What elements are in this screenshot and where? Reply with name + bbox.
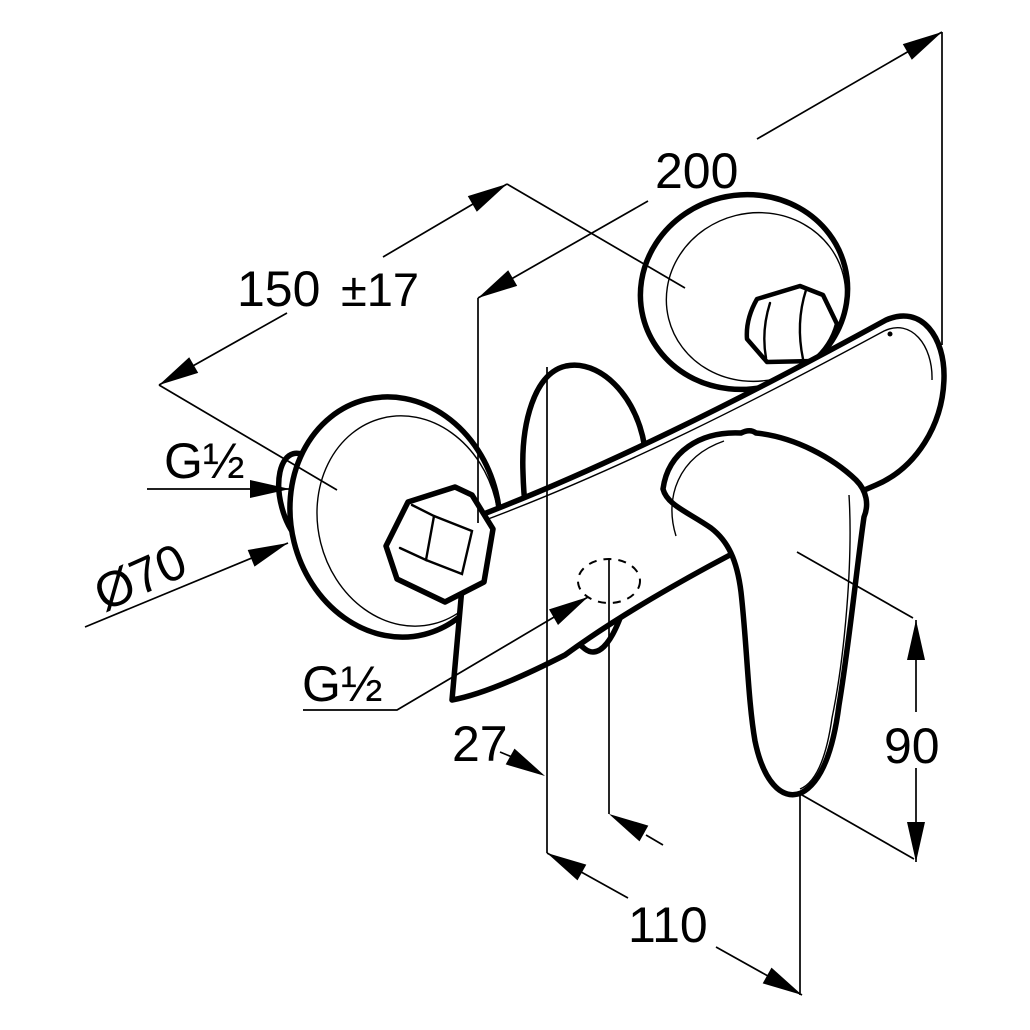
dim-label-200: 200	[655, 143, 738, 199]
callout-g12-bottom: G½	[302, 596, 589, 712]
union-nut-left	[383, 484, 496, 605]
faucet-illustration	[275, 191, 947, 798]
dimension-110: 110	[546, 793, 803, 996]
body-detail-dot	[887, 331, 893, 337]
dim-label-dia70: Ø70	[86, 532, 195, 622]
arrowhead-150-left-icon	[159, 357, 199, 385]
callout-dia70: Ø70	[84, 532, 289, 628]
dimension-200: 200	[477, 31, 943, 523]
dim-label-90: 90	[884, 718, 940, 774]
mixer-body-highlight	[479, 327, 933, 523]
arrowhead-90-bottom-icon	[907, 822, 925, 862]
dimension-90: 90	[796, 551, 940, 862]
escutcheon-left-inner-rim	[316, 415, 500, 627]
arrowhead-27-left-icon	[505, 748, 545, 776]
outlet-dashed-circle	[577, 558, 641, 604]
arrowhead-27-right-icon	[609, 814, 649, 842]
dimension-150: 150 ±17	[158, 183, 686, 491]
dim-label-27: 27	[452, 716, 508, 772]
arrowhead-110-right-icon	[762, 967, 802, 995]
union-nut-right	[744, 283, 840, 365]
lever-handle	[660, 428, 870, 798]
dimension-annotations: 200 150 ±17 G½ Ø70 G½	[84, 31, 943, 996]
arrowhead-90-top-icon	[907, 620, 925, 660]
arrowhead-150-right-icon	[467, 184, 507, 212]
dim-label-g12-bottom: G½	[302, 656, 383, 712]
arrowhead-dia70-icon	[247, 543, 288, 567]
dimension-27: 27	[452, 367, 664, 853]
dim-label-tolerance: ±17	[341, 263, 419, 316]
arrowhead-g12-bottom-icon	[549, 597, 588, 625]
dim-label-110: 110	[628, 897, 708, 953]
dim-label-g12-top: G½	[164, 433, 245, 489]
callout-g12-top: G½	[147, 433, 290, 498]
dim-label-150: 150	[237, 261, 320, 317]
arrowhead-g12-top-icon	[250, 480, 290, 498]
arrowhead-110-left-icon	[547, 853, 587, 881]
arrowhead-200-right-icon	[902, 32, 942, 60]
arrowhead-200-left-icon	[478, 270, 518, 298]
